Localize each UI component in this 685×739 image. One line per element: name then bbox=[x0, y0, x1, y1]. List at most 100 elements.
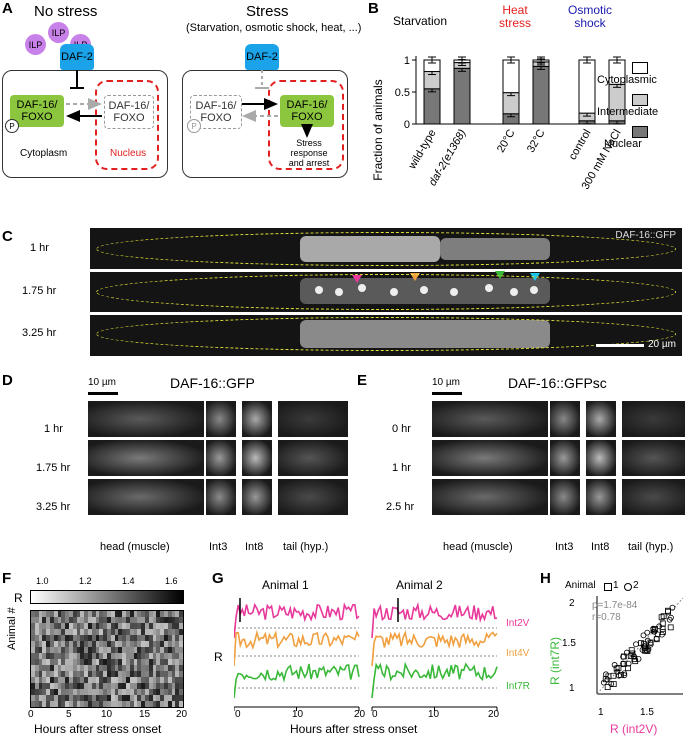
heatmap-cell bbox=[72, 695, 78, 702]
heatmap-cell bbox=[175, 701, 180, 707]
heatmap-cell bbox=[160, 641, 165, 648]
heatmap-cell bbox=[148, 635, 154, 642]
heatmap-cell bbox=[164, 671, 169, 678]
heatmap-cell bbox=[167, 701, 173, 707]
heatmap-cell bbox=[160, 683, 165, 690]
heatmap-cell bbox=[160, 659, 165, 666]
scatter-point-animal-1 bbox=[641, 647, 648, 654]
heatmap-cell bbox=[126, 689, 131, 696]
heatmap-cell bbox=[122, 677, 127, 684]
heatmap-cell bbox=[91, 671, 97, 678]
heatmap-cell bbox=[61, 623, 66, 630]
heatmap-cell bbox=[122, 653, 127, 660]
heatmap-cell bbox=[175, 641, 180, 648]
heatmap-cell bbox=[126, 695, 131, 702]
heatmap-cell bbox=[179, 635, 183, 642]
heatmap-cell bbox=[137, 701, 142, 707]
micrograph-tile bbox=[88, 479, 204, 515]
heatmap-cell bbox=[53, 677, 59, 684]
heatmap-cell bbox=[84, 659, 89, 666]
heatmap-cell bbox=[129, 641, 135, 648]
heatmap-cell bbox=[72, 671, 78, 678]
micrograph-tile bbox=[622, 479, 685, 515]
heatmap-cell bbox=[34, 635, 40, 642]
heatmap-cell bbox=[175, 695, 180, 702]
y-tick-label: 0.5 bbox=[395, 87, 410, 99]
heatmap-cell bbox=[114, 635, 119, 642]
heatmap-cell bbox=[126, 665, 131, 672]
heatmap-cell bbox=[34, 629, 40, 636]
bar-segment-cytoplasmic bbox=[502, 59, 520, 94]
heatmap-cell bbox=[114, 677, 119, 684]
heatmap-cell bbox=[103, 671, 108, 678]
heatmap-cell bbox=[156, 647, 161, 654]
heatmap-cell bbox=[152, 665, 157, 672]
heatmap-cell bbox=[122, 683, 127, 690]
heatmap-cell bbox=[133, 695, 138, 702]
heatmap-cell bbox=[38, 665, 43, 672]
heatmap-cell bbox=[179, 665, 183, 672]
heatmap-cell bbox=[148, 683, 154, 690]
heatmap-cell bbox=[38, 629, 43, 636]
heatmap-cell bbox=[99, 641, 104, 648]
micrograph-tile bbox=[206, 479, 236, 515]
heatmap-cell bbox=[145, 611, 150, 618]
scatter-point-animal-2 bbox=[620, 653, 627, 660]
heatmap-cell bbox=[160, 695, 165, 702]
heatmap-cell bbox=[31, 659, 36, 666]
heatmap-cell bbox=[88, 659, 93, 666]
heatmap-cell bbox=[84, 623, 89, 630]
heatmap-cell bbox=[167, 689, 173, 696]
micrograph-tile bbox=[242, 440, 272, 476]
animal-2-title: Animal 2 bbox=[396, 578, 443, 592]
heatmap-cell bbox=[160, 701, 165, 707]
h-xtick-15: 1.5 bbox=[640, 707, 654, 718]
heatmap-cell bbox=[118, 689, 123, 696]
heatmap-cell bbox=[114, 701, 119, 707]
heatmap-cell bbox=[50, 653, 55, 660]
heatmap-cell bbox=[179, 659, 183, 666]
heatmap-cell bbox=[141, 623, 146, 630]
heatmap-cell bbox=[129, 677, 135, 684]
d-col-tail: tail (hyp.) bbox=[283, 541, 329, 553]
heatmap-cell bbox=[42, 665, 47, 672]
heatmap-cell bbox=[91, 677, 97, 684]
heatmap-cell bbox=[171, 611, 176, 618]
heatmap-cell bbox=[53, 659, 59, 666]
heatmap-cell bbox=[42, 671, 47, 678]
heatmap-cell bbox=[91, 659, 97, 666]
heatmap-cell bbox=[69, 683, 74, 690]
heatmap-cell bbox=[42, 689, 47, 696]
nucleus-stress bbox=[268, 80, 344, 170]
scale-bar-e-label: 10 µm bbox=[432, 377, 460, 388]
heatmap-cell bbox=[57, 617, 62, 624]
heatmap-cell bbox=[107, 623, 112, 630]
scatter-point-animal-1 bbox=[610, 672, 617, 679]
heatmap-cell bbox=[57, 701, 62, 707]
legend-cytoplasmic: Cytoplasmic bbox=[597, 74, 657, 86]
bar-segment-nuclear bbox=[532, 65, 550, 125]
heatmap-cell bbox=[61, 641, 66, 648]
heatmap-cell bbox=[164, 689, 169, 696]
heatmap-cell bbox=[167, 653, 173, 660]
heatmap-cell bbox=[42, 659, 47, 666]
heatmap-cell bbox=[148, 671, 154, 678]
heatmap-cell bbox=[50, 635, 55, 642]
heatmap-cell bbox=[171, 629, 176, 636]
heatmap-cell bbox=[110, 665, 116, 672]
heatmap-cell bbox=[129, 683, 135, 690]
heatmap-cell bbox=[129, 671, 135, 678]
heatmap-cell bbox=[103, 683, 108, 690]
heatmap-cell bbox=[42, 695, 47, 702]
scale-bar-e bbox=[432, 392, 462, 395]
heatmap-cell bbox=[84, 617, 89, 624]
g2-xtick-0: 0 bbox=[372, 709, 378, 720]
scatter-point-animal-1 bbox=[658, 614, 665, 621]
heatmap-cell bbox=[88, 701, 93, 707]
heatmap-cell bbox=[133, 689, 138, 696]
stress-title: Stress bbox=[246, 3, 289, 20]
heatmap-cell bbox=[164, 647, 169, 654]
heatmap-cell bbox=[99, 635, 104, 642]
heatmap-cell bbox=[69, 701, 74, 707]
heatmap-cell bbox=[57, 677, 62, 684]
